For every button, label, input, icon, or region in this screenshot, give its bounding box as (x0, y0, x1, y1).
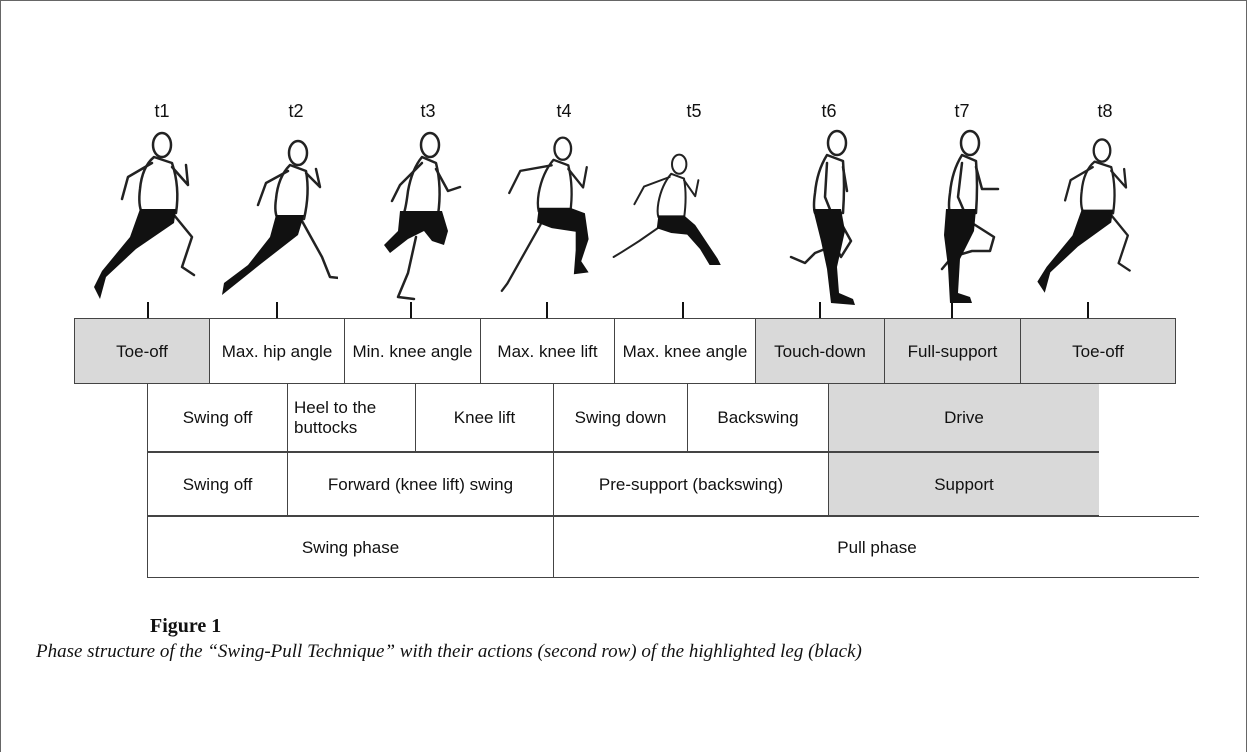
action-label: Drive (944, 408, 984, 427)
event-cell-4: Max. knee lift (481, 319, 615, 383)
time-tick (410, 302, 412, 319)
subphase-row: Swing off Forward (knee lift) swing Pre-… (147, 452, 1099, 516)
subphase-swing-off: Swing off (148, 453, 288, 515)
phase-label: Pull phase (837, 537, 917, 557)
action-label: Swing off (182, 408, 253, 427)
event-label: Max. hip angle (221, 341, 333, 361)
time-tick (1087, 302, 1089, 319)
event-label: Full-support (907, 341, 998, 361)
action-swing-off: Swing off (148, 384, 288, 451)
figure-caption: Phase structure of the “Swing-Pull Techn… (36, 641, 862, 662)
event-label: Toe-off (1072, 341, 1124, 361)
action-swing-down: Swing down (554, 384, 688, 451)
runner-figure-t8 (1037, 138, 1131, 293)
time-tick (819, 302, 821, 319)
event-cell-7: Full-support (885, 319, 1021, 383)
time-tick (951, 302, 953, 319)
action-knee-lift: Knee lift (416, 384, 554, 451)
time-label-t5: t5 (686, 101, 702, 121)
time-label-t3: t3 (420, 101, 436, 121)
subphase-label: Forward (knee lift) swing (327, 474, 514, 494)
runner-figure-t6 (789, 129, 855, 305)
figure-title: Figure 1 (150, 615, 222, 637)
phase-label: Swing phase (301, 537, 400, 557)
action-label: Backswing (717, 408, 799, 427)
time-label-t8: t8 (1097, 101, 1113, 121)
time-label-t1: t1 (154, 101, 170, 121)
time-tick (276, 302, 278, 319)
runner-figure-t4 (500, 136, 589, 292)
event-cell-1: Toe-off (75, 319, 210, 383)
runner-figure-t1 (94, 131, 196, 299)
event-cell-2: Max. hip angle (210, 319, 345, 383)
action-drive: Drive (829, 384, 1099, 451)
action-label: Swing down (574, 408, 667, 427)
events-row: Toe-off Max. hip angle Min. knee angle M… (74, 318, 1176, 384)
time-tick (147, 302, 149, 319)
event-cell-5: Max. knee angle (615, 319, 756, 383)
event-label: Touch-down (774, 341, 866, 361)
actions-row: Swing off Heel to the buttocks Knee lift… (147, 384, 1099, 452)
runner-figure-t3 (384, 131, 462, 301)
time-tick (682, 302, 684, 319)
event-label: Max. knee lift (497, 341, 598, 361)
action-backswing: Backswing (688, 384, 829, 451)
action-label: Knee lift (453, 408, 516, 427)
runner-figure-t5 (612, 153, 721, 265)
subphase-label: Pre-support (backswing) (598, 474, 784, 494)
subphase-label: Swing off (182, 474, 253, 494)
time-label-t4: t4 (556, 101, 572, 121)
subphase-pre-support: Pre-support (backswing) (554, 453, 829, 515)
phase-swing: Swing phase (148, 517, 554, 577)
time-label-t2: t2 (288, 101, 304, 121)
subphase-label: Support (934, 474, 994, 494)
runner-figure-t7 (940, 129, 1000, 303)
action-label: Heel to the buttocks (294, 397, 377, 437)
subphase-forward-swing: Forward (knee lift) swing (288, 453, 554, 515)
runner-figure-t2 (222, 139, 338, 295)
time-tick (546, 302, 548, 319)
event-cell-8: Toe-off (1021, 319, 1175, 383)
action-heel-to-buttocks: Heel to the buttocks (288, 384, 416, 451)
subphase-support: Support (829, 453, 1099, 515)
event-cell-6: Touch-down (756, 319, 885, 383)
event-label: Min. knee angle (352, 341, 473, 361)
phase-pull: Pull phase (554, 517, 1200, 577)
event-cell-3: Min. knee angle (345, 319, 481, 383)
time-label-t7: t7 (954, 101, 970, 121)
time-label-t6: t6 (821, 101, 837, 121)
phase-row: Swing phase Pull phase (147, 516, 1199, 578)
event-label: Max. knee angle (622, 341, 748, 361)
event-label: Toe-off (116, 341, 168, 361)
